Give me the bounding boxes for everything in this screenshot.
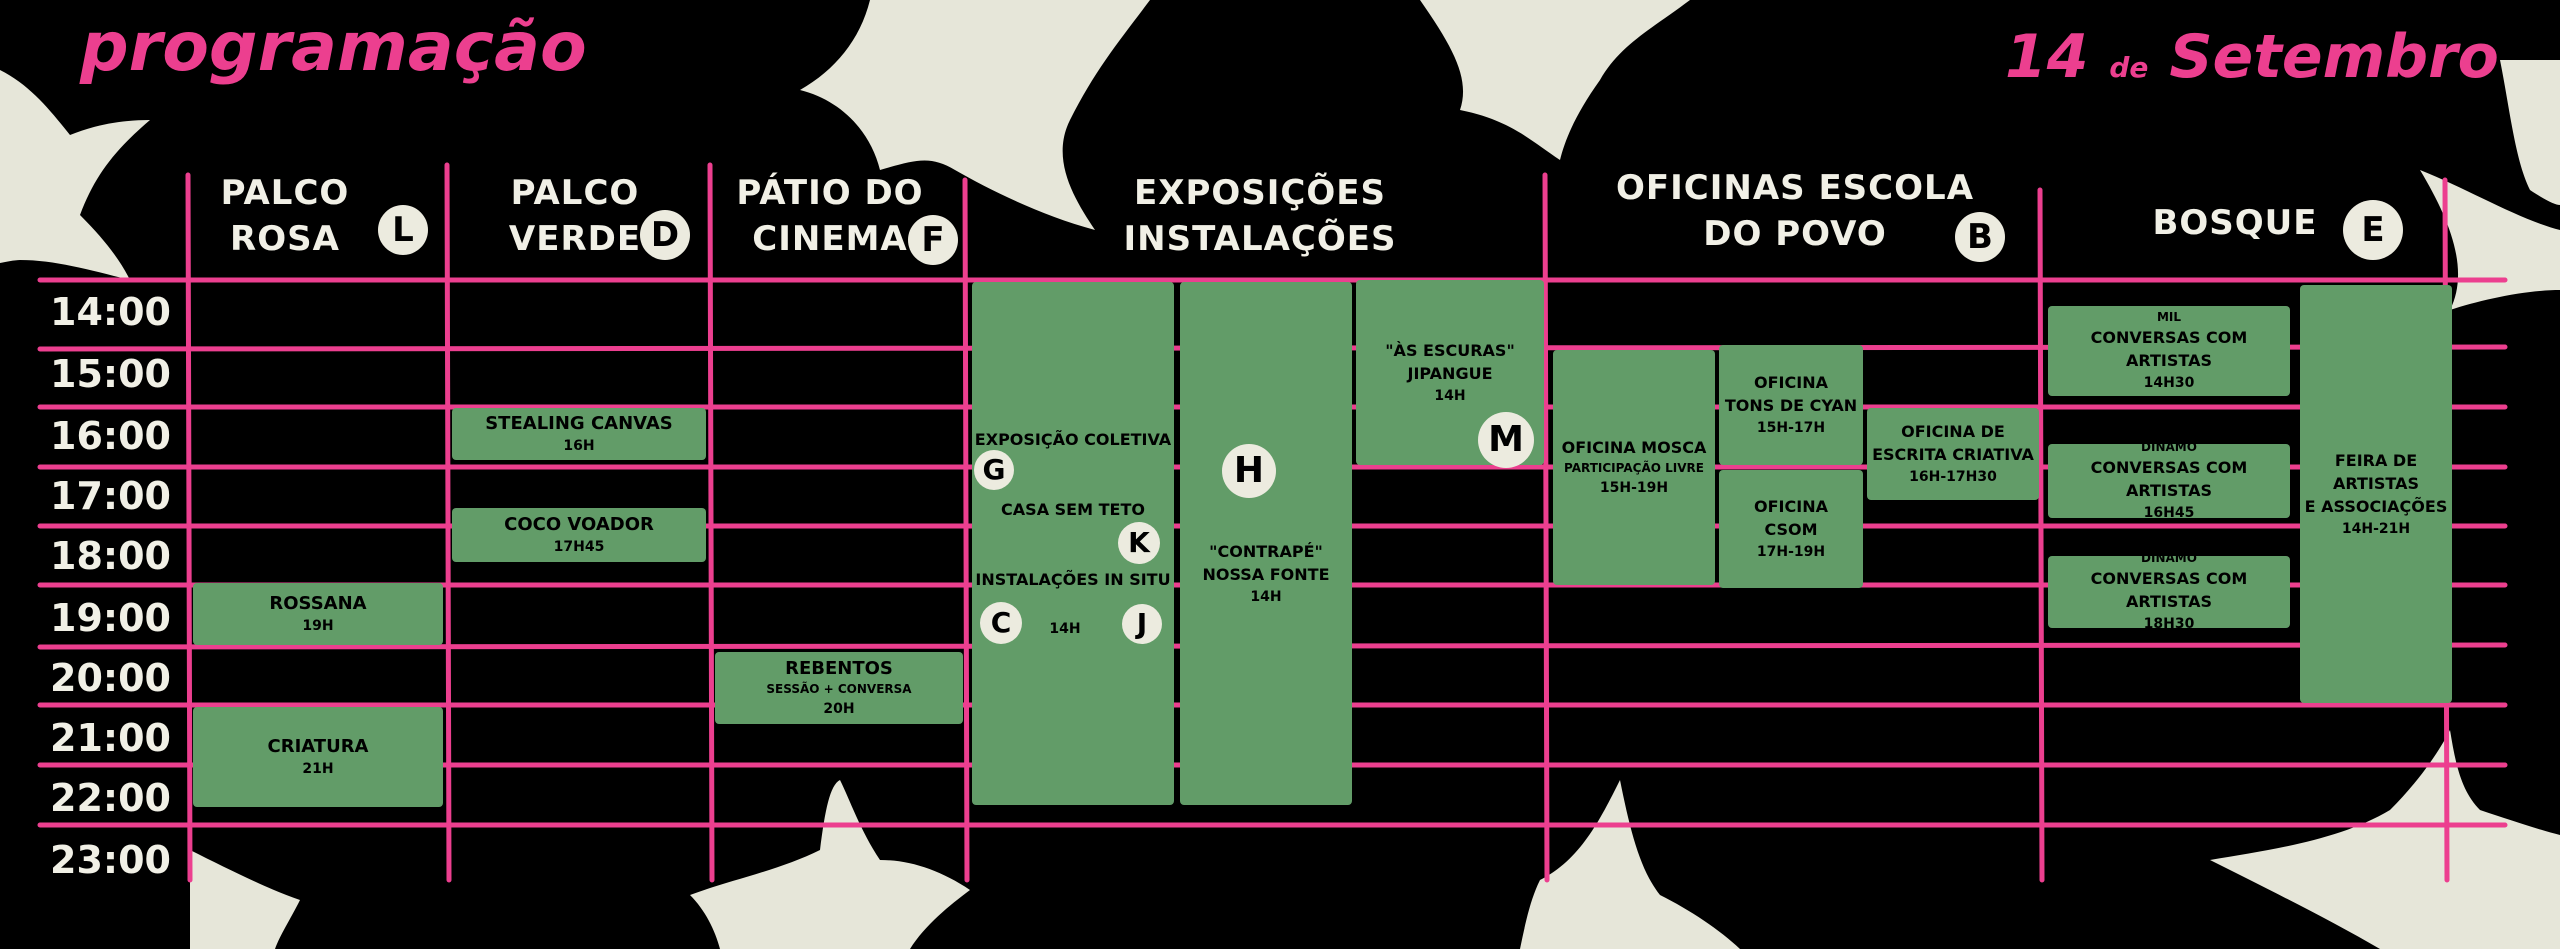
time-label: 14:00 [50,290,171,334]
date-de: de [2109,51,2149,84]
badge-e: E [2343,200,2403,260]
time-label: 23:00 [50,838,171,882]
badge-k: K [1118,522,1160,564]
column-header-patio-cinema: PÁTIO DO CINEMA [736,173,924,259]
event-card-dinamo-2[interactable]: DÍNAMO CONVERSAS COM ARTISTAS 18H30 [2048,551,2290,632]
date-day: 14 [2005,22,2089,92]
date-month: Setembro [2169,22,2499,92]
column-header-palco-rosa: PALCO ROSA [220,173,350,259]
time-label: 18:00 [50,534,171,578]
star-shape [800,0,1150,230]
star-shape [2500,60,2560,205]
event-card-csom[interactable]: OFICINA CSOM 17H-19H [1719,470,1863,588]
badge-m: M [1478,412,1534,468]
date-label: 14 de Setembro [2005,22,2499,92]
page-title: programação [80,8,587,87]
star-shape [190,850,300,949]
event-card-mil[interactable]: MIL CONVERSAS COM ARTISTAS 14H30 [2048,306,2290,396]
event-card-feira[interactable]: FEIRA DE ARTISTAS E ASSOCIAÇÕES 14H-21H [2300,285,2452,703]
event-card-rossana[interactable]: ROSSANA 19H [193,583,443,645]
badge-b: B [1955,212,2005,262]
badge-j: J [1122,604,1162,644]
grid-line [962,177,970,883]
event-card-escrita-criativa[interactable]: OFICINA DE ESCRITA CRIATIVA 16H-17H30 [1867,408,2039,500]
column-header-exposicoes: EXPOSIÇÕES INSTALAÇÕES [1123,173,1397,259]
event-card-stealing-canvas[interactable]: STEALING CANVAS 16H [452,408,706,460]
time-label: 17:00 [50,474,171,518]
star-shape [2210,730,2560,949]
star-shape [2420,170,2560,310]
event-card-dinamo-1[interactable]: DÍNAMO CONVERSAS COM ARTISTAS 16H45 [2048,440,2290,521]
star-shape [0,70,150,280]
grid-line [1542,172,1550,883]
event-card-oficina-mosca[interactable]: OFICINA MOSCA PARTICIPAÇÃO LIVRE 15H-19H [1553,350,1715,585]
badge-d: D [640,210,690,260]
time-label: 15:00 [50,352,171,396]
event-card-tons-de-cyan[interactable]: OFICINA TONS DE CYAN 15H-17H [1719,345,1863,465]
event-card-criatura[interactable]: CRIATURA 21H [193,707,443,807]
time-label: 21:00 [50,716,171,760]
grid-line [2037,187,2045,883]
badge-l: L [378,205,428,255]
column-header-oficinas: OFICINAS ESCOLA DO POVO [1615,168,1975,254]
badge-g: G [974,450,1014,490]
star-shape [1420,0,1690,160]
event-card-coco-voador[interactable]: COCO VOADOR 17H45 [452,508,706,562]
column-header-bosque: BOSQUE [2152,203,2318,243]
grid-line [444,162,452,883]
time-label: 20:00 [50,656,171,700]
column-header-palco-verde: PALCO VERDE [508,173,642,259]
badge-f: F [908,215,958,265]
event-card-rebentos[interactable]: REBENTOS SESSÃO + CONVERSA 20H [715,652,963,724]
star-shape [690,780,970,949]
event-card-contrape[interactable]: "CONTRAPÉ" NOSSA FONTE 14H [1180,282,1352,805]
grid-line [707,162,715,883]
time-label: 22:00 [50,776,171,820]
star-shape [1520,780,1740,949]
time-label: 19:00 [50,596,171,640]
badge-h: H [1222,444,1276,498]
badge-c: C [980,602,1022,644]
time-label: 16:00 [50,414,171,458]
grid-line [185,172,193,883]
